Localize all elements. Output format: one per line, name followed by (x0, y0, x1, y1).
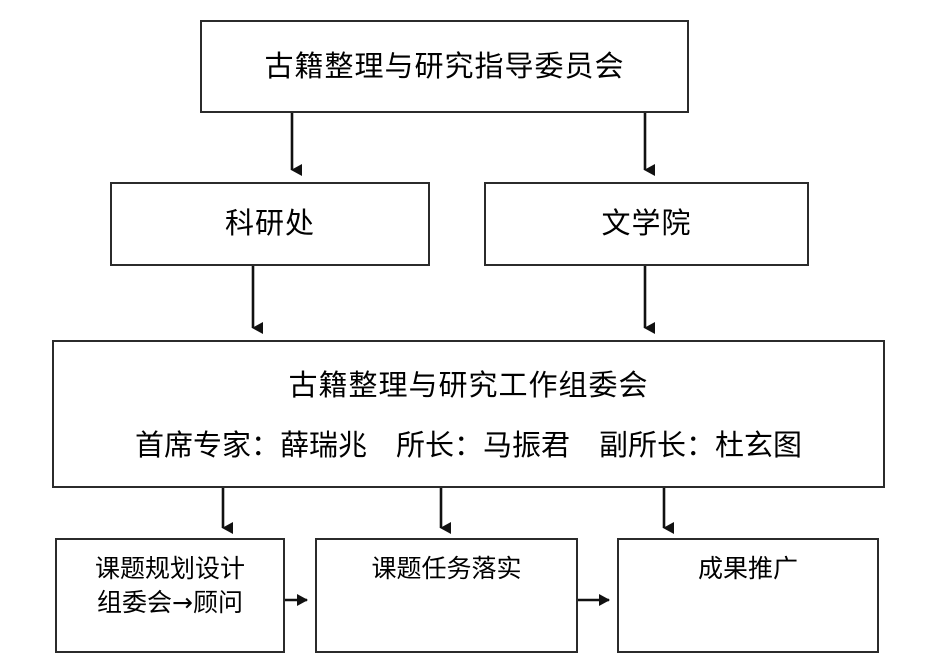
node-work-group-title: 古籍整理与研究工作组委会 (288, 368, 649, 403)
node-topic-planning-design[interactable]: 课题规划设计 组委会→顾问 (55, 538, 285, 653)
node-work-group-staff: 首席专家：薛瑞兆 所长：马振君 副所长：杜玄图 (134, 428, 802, 463)
node-results-promotion-label: 成果推广 (697, 554, 798, 583)
node-college-of-literature[interactable]: 文学院 (484, 182, 809, 266)
node-results-promotion[interactable]: 成果推广 (617, 538, 879, 653)
node-steering-committee[interactable]: 古籍整理与研究指导委员会 (200, 20, 689, 113)
node-work-group[interactable]: 古籍整理与研究工作组委会 首席专家：薛瑞兆 所长：马振君 副所长：杜玄图 (52, 340, 885, 488)
node-college-of-literature-label: 文学院 (601, 206, 692, 241)
node-steering-committee-label: 古籍整理与研究指导委员会 (264, 48, 625, 83)
node-task-implementation-label: 课题任务落实 (371, 554, 522, 583)
node-topic-planning-design-label-line1: 课题规划设计 (94, 554, 245, 583)
node-task-implementation[interactable]: 课题任务落实 (315, 538, 578, 653)
node-topic-planning-design-label-line2: 组委会→顾问 (97, 587, 243, 617)
node-research-office-label: 科研处 (224, 206, 315, 241)
node-research-office[interactable]: 科研处 (110, 182, 430, 266)
